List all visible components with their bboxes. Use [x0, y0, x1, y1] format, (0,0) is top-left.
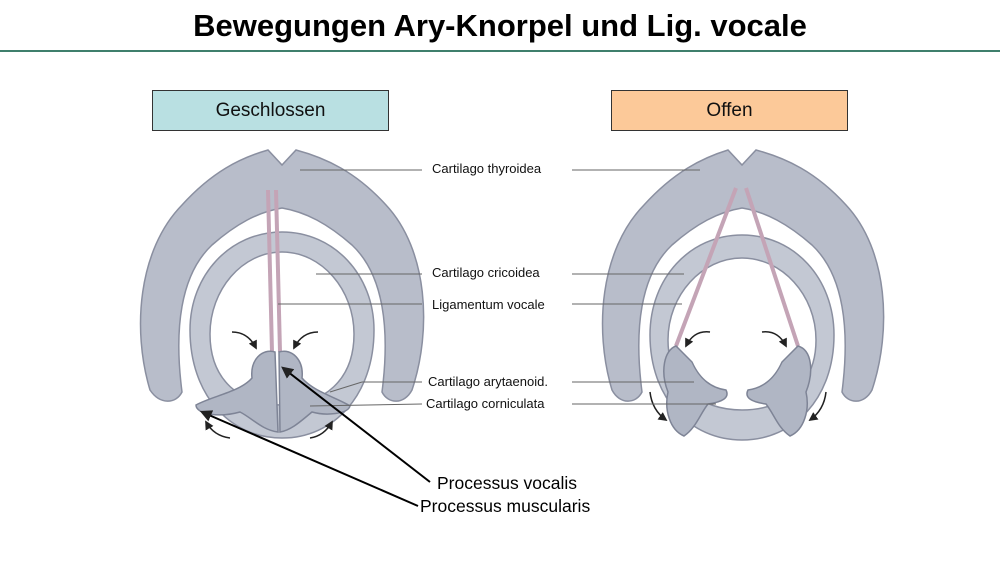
label-cartilago-corniculata: Cartilago corniculata: [426, 396, 545, 411]
leader-arytenoid-left: [329, 381, 363, 393]
label-processus-vocalis: Processus vocalis: [437, 473, 578, 493]
closed-arrow-lower-left: [205, 420, 231, 439]
closed-arrow-lower-right: [309, 420, 333, 439]
open-thyroid-cartilage: [601, 149, 885, 402]
closed-thyroid-cartilage: [139, 149, 425, 402]
open-vocal-ligament-right: [744, 187, 800, 347]
label-cartilago-cricoidea: Cartilago cricoidea: [432, 265, 540, 280]
closed-larynx: [139, 149, 425, 439]
slide-title: Bewegungen Ary-Knorpel und Lig. vocale: [193, 8, 807, 43]
leader-lines: [278, 169, 716, 407]
state-label-open: Offen: [611, 90, 848, 131]
title-divider: [0, 50, 1000, 52]
leader-corniculate-left: [309, 403, 423, 407]
open-arrow-upper-left: [685, 331, 711, 348]
open-arrow-lower-left: [649, 391, 668, 422]
open-arrow-lower-right: [808, 391, 827, 422]
process-pointers: [199, 366, 431, 507]
state-label-closed: Geschlossen: [152, 90, 389, 131]
open-larynx: [601, 149, 885, 441]
closed-arytenoid-left: [195, 350, 279, 433]
open-arytenoid-left: [663, 345, 728, 437]
open-cricoid-cartilage: [649, 234, 835, 441]
closed-arrow-upper-left: [231, 331, 257, 350]
closed-arrow-upper-right: [293, 331, 319, 350]
label-processus-muscularis: Processus muscularis: [420, 496, 591, 516]
open-vocal-ligament-left: [674, 187, 738, 347]
pointer-processus-vocalis: [281, 366, 431, 483]
label-cartilago-arytaenoid: Cartilago arytaenoid.: [428, 374, 548, 389]
label-ligamentum-vocale: Ligamentum vocale: [432, 297, 545, 312]
open-arytenoid-right: [746, 345, 812, 437]
closed-vocal-ligament-left: [266, 189, 274, 353]
open-arrow-upper-right: [761, 331, 787, 348]
closed-vocal-ligament-right: [274, 189, 282, 353]
label-cartilago-thyroidea: Cartilago thyroidea: [432, 161, 542, 176]
pointer-processus-muscularis: [199, 410, 419, 507]
